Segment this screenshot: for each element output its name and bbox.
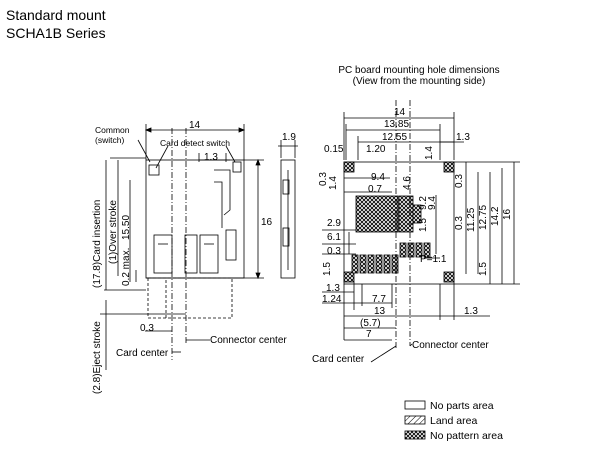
pcb-dim-1-20: 1.20	[366, 144, 386, 155]
label-over-stroke: (1)Over stroke	[108, 200, 119, 264]
legend-label-land: Land area	[430, 415, 477, 427]
label-connector-center-right: Connector center	[412, 340, 489, 351]
connector-top-view	[100, 124, 264, 370]
dim-width-14: 14	[189, 120, 201, 131]
pcb-dim-1-24: 1.24	[322, 294, 342, 305]
pcb-dim-1-5-mid: 1.5	[418, 218, 429, 232]
pcb-dim-0-3-right-top: 0.3	[454, 174, 465, 188]
pcb-dim-7-7: 7.7	[372, 294, 386, 305]
pcb-dim-0-15: 0.15	[324, 144, 344, 155]
pcb-dim-11-25: 11.25	[466, 207, 477, 232]
title-standard-mount: Standard mount	[6, 7, 106, 23]
dim-0-2-max: 0.2 max.	[121, 248, 132, 286]
pcb-title-line1: PC board mounting hole dimensions	[338, 65, 499, 76]
legend-label-no-parts: No parts area	[430, 400, 494, 412]
pcb-dim-1-5-right: 1.5	[478, 262, 489, 276]
pcb-dim-2-9: 2.9	[327, 218, 341, 229]
pcb-dim-1-4-top: 1.4	[424, 146, 435, 160]
pcb-dim-1-3-top: 1.3	[456, 132, 470, 143]
pcb-dim-12-75: 12.75	[478, 205, 489, 230]
label-common: Common	[95, 125, 130, 135]
pcb-dim-13-85: 13.85	[384, 119, 409, 130]
legend: No parts area Land area No pattern area	[404, 400, 503, 442]
label-card-detect-switch: Card detect switch	[160, 138, 230, 148]
label-eject-stroke: (2.8)Eject stroke	[92, 321, 103, 394]
dim-0-3: 0.3	[140, 323, 154, 334]
dim-1-9: 1.9	[282, 132, 296, 143]
pcb-outline	[322, 100, 520, 363]
pcb-dim-14: 14	[394, 107, 406, 118]
pcb-dim-6-1: 6.1	[327, 232, 341, 243]
pcb-dim-14-2: 14.2	[490, 206, 501, 226]
pcb-dim-0-3-mid: 0.3	[327, 246, 341, 257]
pcb-pitch: P=1.1	[420, 254, 447, 265]
dim-16: 16	[261, 217, 273, 228]
title-series: SCHA1B Series	[6, 25, 106, 41]
pcb-dim-4-6: 4.6	[402, 176, 413, 190]
label-card-insertion: (17.8)Card insertion	[92, 200, 103, 288]
dim-15-50: 15.50	[121, 215, 132, 240]
pcb-dim-1-4-left: 1.4	[328, 176, 339, 190]
pcb-dim-12-55: 12.55	[382, 132, 407, 143]
pcb-dim-13: 13	[374, 306, 386, 317]
pcb-dim-7: 7	[366, 329, 372, 340]
label-card-center-left: Card center	[116, 348, 169, 359]
pcb-dim-1-5-left: 1.5	[322, 262, 333, 276]
dim-1-3: 1.3	[204, 152, 218, 163]
label-card-center-right: Card center	[312, 354, 365, 365]
pcb-dim-5-7: (5.7)	[360, 318, 381, 329]
pcb-dim-16: 16	[502, 208, 513, 220]
pcb-dim-1-3-bottom: 1.3	[326, 283, 340, 294]
pcb-title-line2: (View from the mounting side)	[353, 76, 486, 87]
legend-swatch-no-pattern	[404, 430, 426, 440]
legend-label-no-pattern: No pattern area	[430, 430, 503, 442]
pcb-dim-9-2: 9.2	[418, 196, 429, 210]
pcb-dim-0-3-left: 0.3	[318, 172, 329, 186]
pcb-dim-9-4-vert: 9.4	[427, 196, 438, 210]
pcb-dim-0-7: 0.7	[368, 184, 382, 195]
pcb-dim-9-4: 9.4	[371, 172, 385, 183]
pcb-dim-0-3-right-mid: 0.3	[454, 216, 465, 230]
label-common-switch: (switch)	[95, 135, 124, 145]
pcb-dim-1-3-right: 1.3	[464, 306, 478, 317]
legend-swatch-no-parts	[404, 400, 426, 410]
legend-swatch-land	[404, 415, 426, 425]
label-connector-center-left: Connector center	[210, 335, 287, 346]
connector-side-view	[278, 140, 298, 279]
